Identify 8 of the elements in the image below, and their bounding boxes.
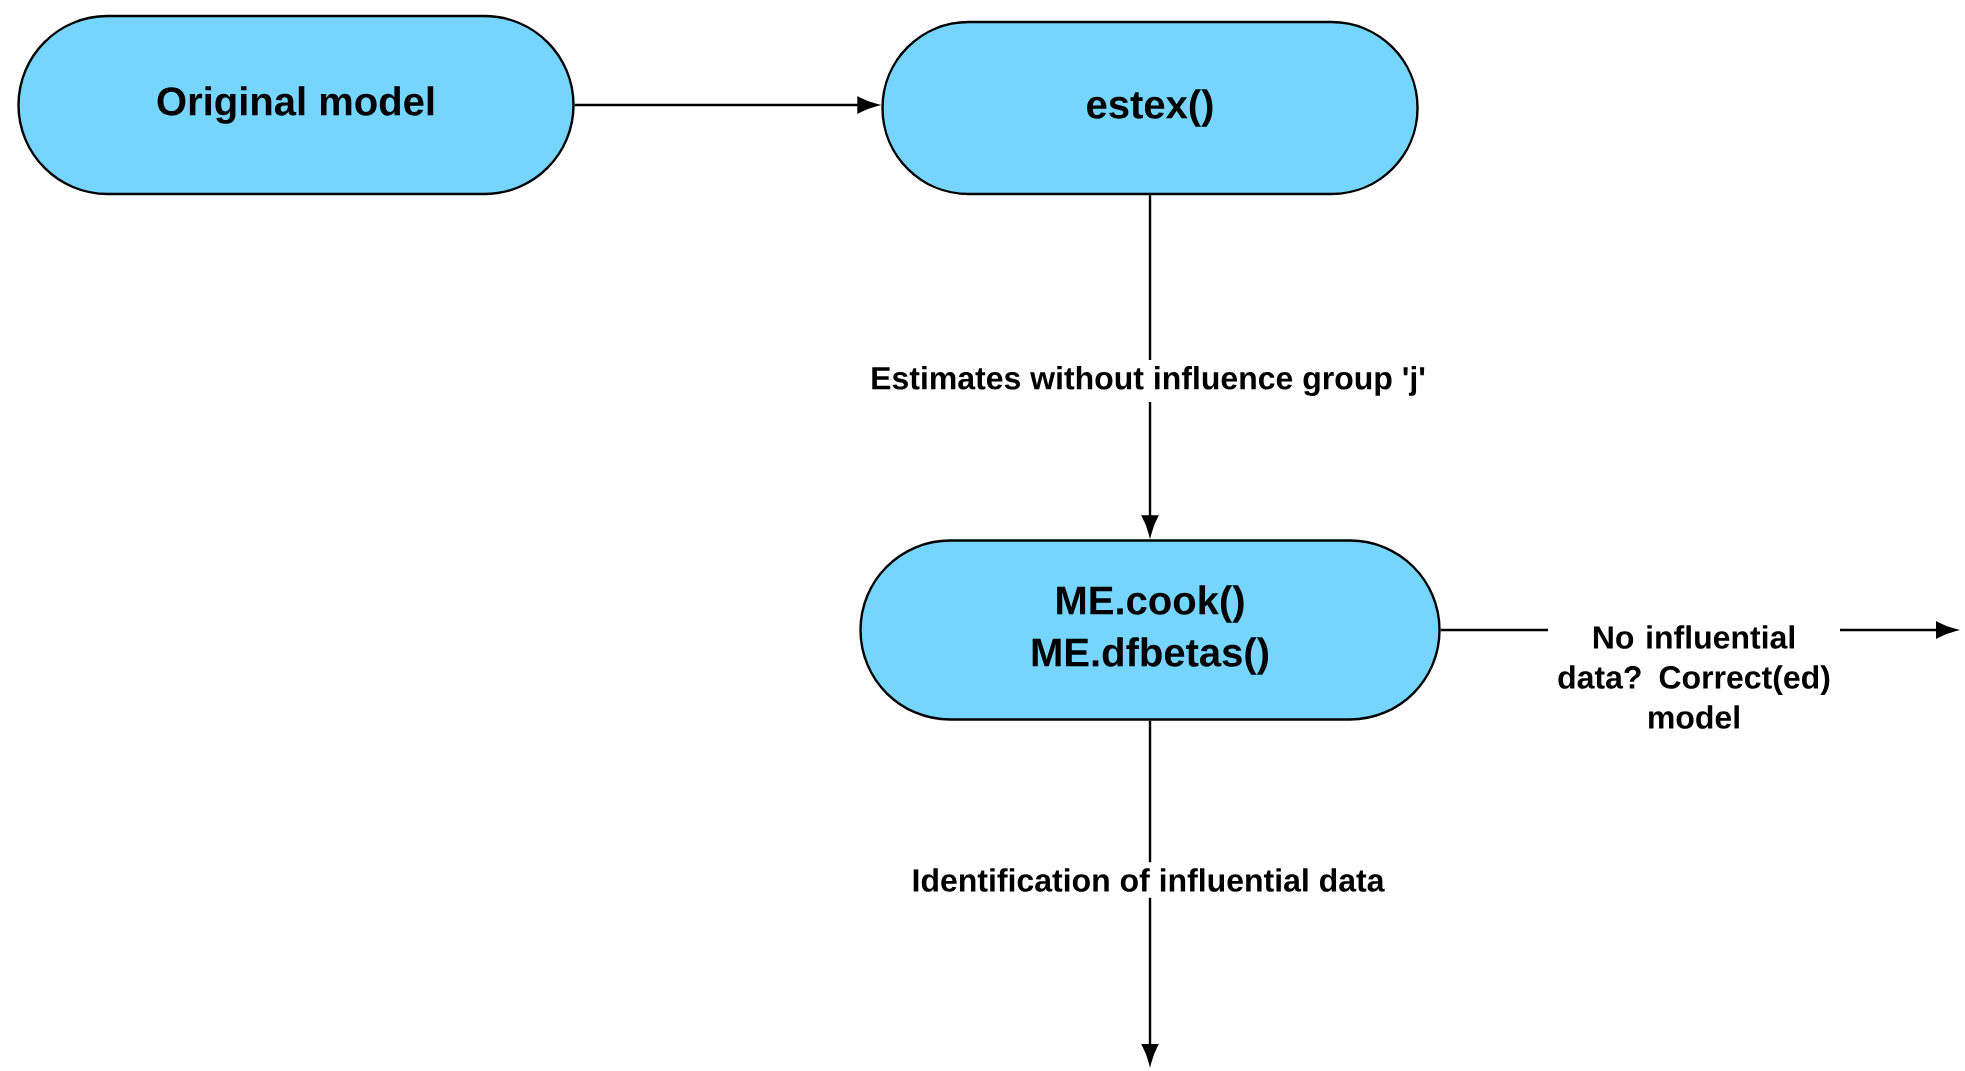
arrow bbox=[574, 96, 878, 114]
process-box: Original model bbox=[17, 14, 575, 196]
process-box: ME.cook() ME.dfbetas() bbox=[859, 539, 1441, 721]
edge-label: Estimates without influence group 'j' bbox=[864, 360, 1432, 402]
edge-label: No influential data? Correct(ed) model bbox=[1548, 619, 1840, 735]
arrow bbox=[1141, 195, 1159, 536]
edge-label: Identification of influential data bbox=[905, 862, 1391, 898]
process-box: estex() bbox=[881, 20, 1419, 196]
